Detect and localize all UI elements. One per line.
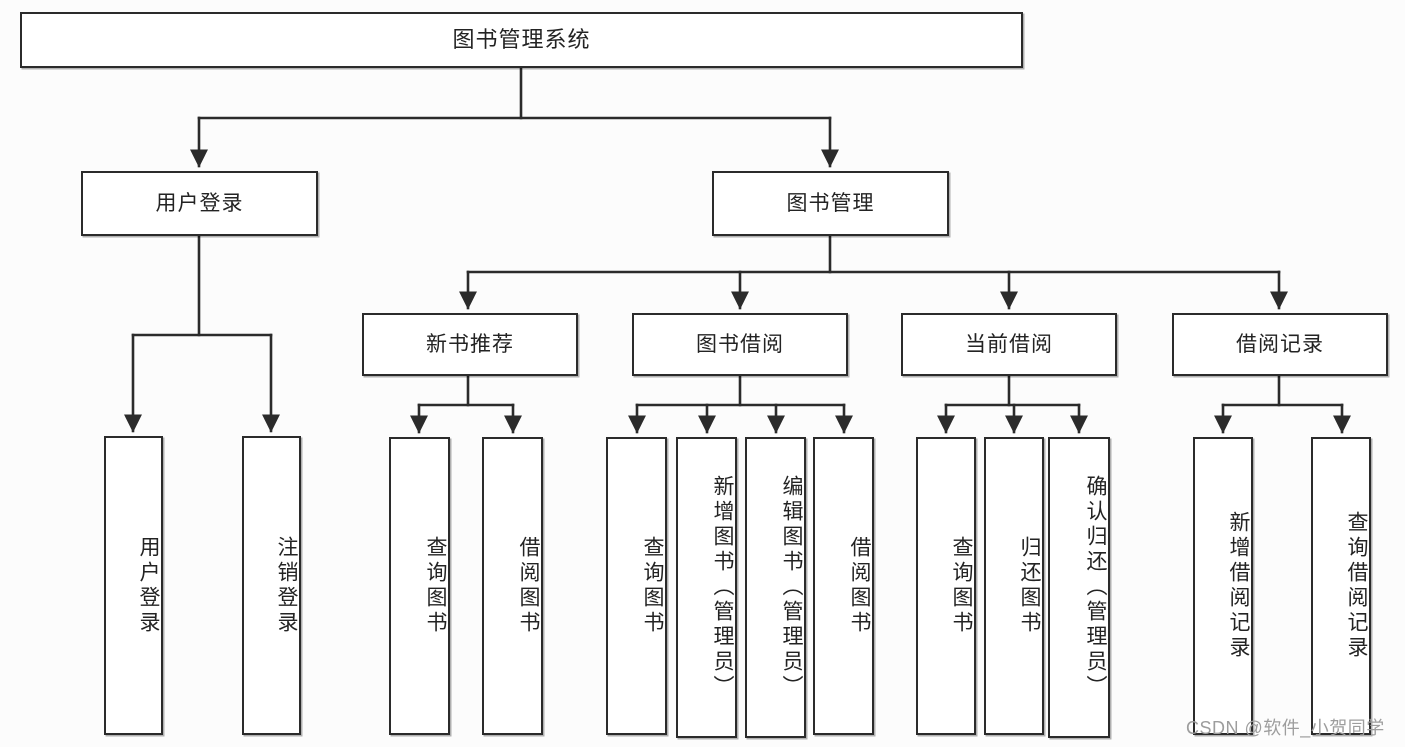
node-leaf-query-book-1[interactable]: 查询图书: [389, 437, 450, 735]
node-leaf-user-logout-label: 注销登录: [275, 535, 298, 636]
node-leaf-confirm-return-label: 确认归还（管理员）: [1084, 475, 1107, 700]
node-leaf-query-book-1-label: 查询图书: [424, 536, 447, 636]
node-leaf-query-record[interactable]: 查询借阅记录: [1311, 437, 1371, 735]
node-leaf-query-record-label: 查询借阅记录: [1345, 511, 1368, 661]
node-user-login-label: 用户登录: [155, 191, 244, 215]
node-leaf-user-login-label: 用户登录: [137, 535, 160, 636]
node-leaf-add-book-label: 新增图书（管理员）: [711, 475, 734, 700]
node-leaf-user-logout[interactable]: 注销登录: [242, 436, 301, 735]
node-new-book-recommend[interactable]: 新书推荐: [362, 313, 578, 376]
csdn-watermark: CSDN @软件_小贺同学: [1186, 718, 1385, 738]
node-leaf-add-record-label: 新增借阅记录: [1227, 511, 1250, 661]
node-book-manage[interactable]: 图书管理: [712, 171, 949, 236]
node-borrow-record-label: 借阅记录: [1236, 332, 1324, 356]
node-user-login[interactable]: 用户登录: [81, 171, 318, 236]
node-root-label: 图书管理系统: [452, 26, 591, 52]
node-leaf-query-book-2-label: 查询图书: [641, 536, 664, 636]
node-new-book-recommend-label: 新书推荐: [426, 332, 514, 356]
node-root[interactable]: 图书管理系统: [20, 12, 1023, 68]
node-leaf-user-login[interactable]: 用户登录: [104, 436, 163, 735]
node-leaf-query-book-2[interactable]: 查询图书: [606, 437, 667, 735]
node-leaf-confirm-return[interactable]: 确认归还（管理员）: [1048, 437, 1110, 738]
node-leaf-add-record[interactable]: 新增借阅记录: [1193, 437, 1253, 735]
node-leaf-query-book-3[interactable]: 查询图书: [916, 437, 976, 735]
node-leaf-return-book[interactable]: 归还图书: [984, 437, 1044, 735]
node-leaf-query-book-3-label: 查询图书: [950, 536, 973, 636]
node-book-borrow[interactable]: 图书借阅: [632, 313, 848, 376]
node-leaf-edit-book-label: 编辑图书（管理员）: [780, 475, 803, 700]
node-leaf-borrow-book-1-label: 借阅图书: [517, 536, 540, 636]
node-leaf-return-book-label: 归还图书: [1018, 536, 1041, 636]
node-leaf-borrow-book-1[interactable]: 借阅图书: [482, 437, 543, 735]
node-current-borrow-label: 当前借阅: [965, 332, 1053, 356]
node-current-borrow[interactable]: 当前借阅: [901, 313, 1117, 376]
node-leaf-add-book[interactable]: 新增图书（管理员）: [676, 437, 737, 738]
node-leaf-borrow-book-2[interactable]: 借阅图书: [813, 437, 874, 735]
node-borrow-record[interactable]: 借阅记录: [1172, 313, 1388, 376]
node-book-manage-label: 图书管理: [786, 191, 875, 215]
node-leaf-borrow-book-2-label: 借阅图书: [848, 536, 871, 636]
node-book-borrow-label: 图书借阅: [696, 332, 784, 356]
node-leaf-edit-book[interactable]: 编辑图书（管理员）: [745, 437, 806, 738]
